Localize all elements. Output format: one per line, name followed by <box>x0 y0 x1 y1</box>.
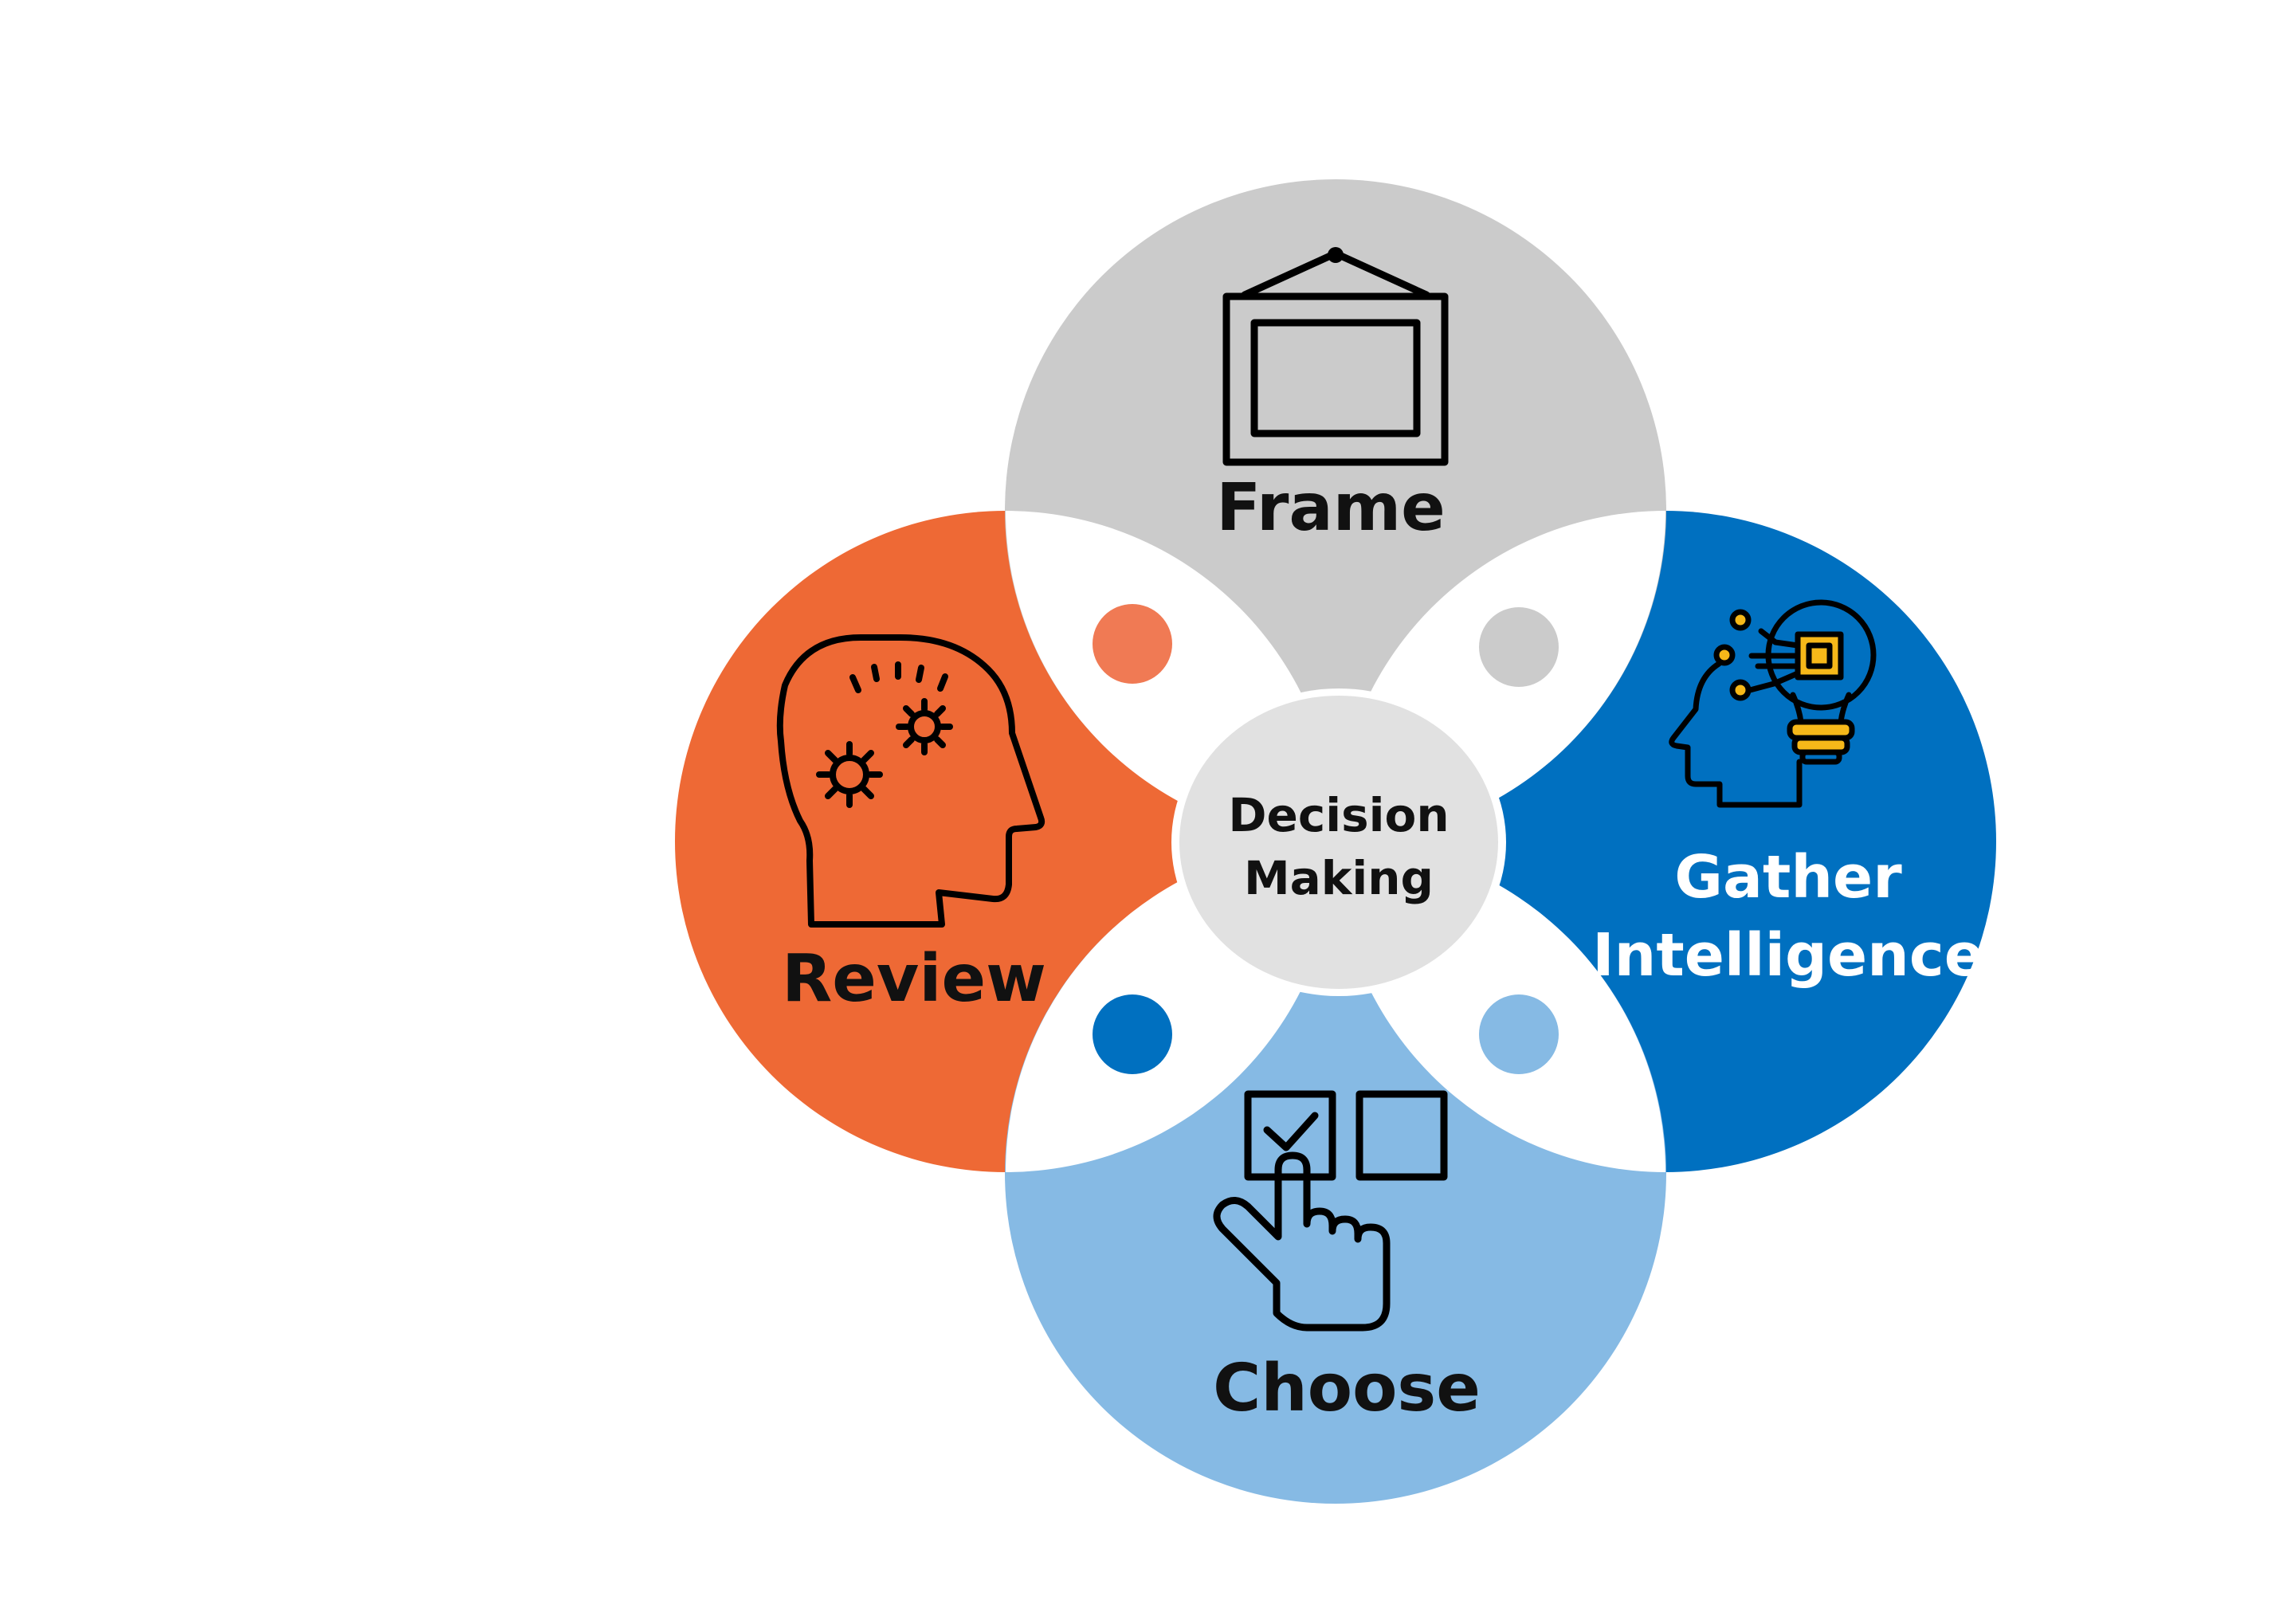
dot-top-left <box>1093 604 1172 684</box>
head-gears-icon <box>776 634 1046 928</box>
picture-frame-icon <box>1222 247 1449 466</box>
dot-bottom-left <box>1093 994 1172 1074</box>
gather-label-line2: Intelligence <box>1592 921 1984 990</box>
center-ellipse <box>1179 696 1498 989</box>
frame-label: Frame <box>1216 470 1446 546</box>
hand-checkbox-icon <box>1213 1090 1448 1332</box>
choose-label: Choose <box>1213 1351 1481 1426</box>
review-label: Review <box>782 941 1046 1017</box>
center-title-line2: Making <box>1244 851 1434 905</box>
center-title-line1: Decision <box>1228 788 1449 842</box>
head-lightbulb-chip-icon <box>1669 599 1877 808</box>
dot-top-right <box>1479 607 1559 687</box>
gather-label-line1: Gather <box>1674 843 1902 912</box>
dot-bottom-right <box>1479 994 1559 1074</box>
